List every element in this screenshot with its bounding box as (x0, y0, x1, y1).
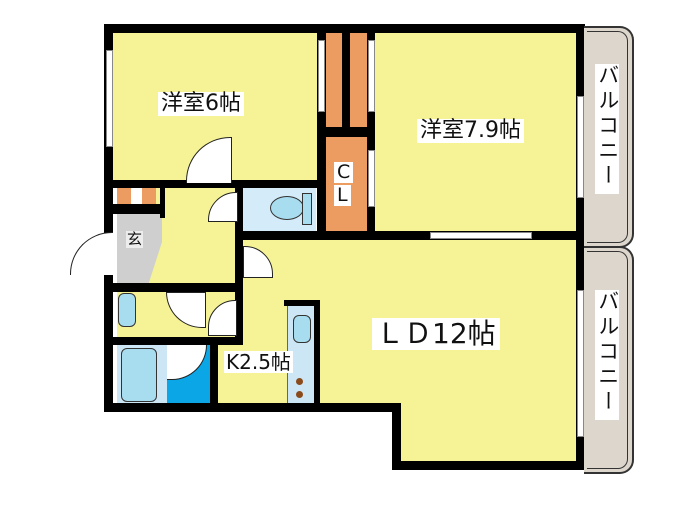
closet-left (325, 32, 343, 127)
bathtub-icon (121, 348, 157, 402)
wall (104, 24, 113, 412)
balcony-label-1: バルコニー (595, 64, 620, 194)
room-label-kitchen: K2.5帖 (224, 350, 293, 374)
wash-basin-icon (118, 293, 136, 327)
balcony-label-2: バルコニー (595, 290, 620, 420)
balcony-rail (587, 251, 628, 469)
room-label-western-6: 洋室6帖 (158, 92, 244, 116)
wall (235, 180, 243, 340)
entrance-door-icon[interactable] (70, 232, 113, 275)
entrance-label: 玄 (126, 230, 144, 248)
closet-door[interactable] (318, 40, 325, 112)
wall (104, 403, 400, 412)
kitchen-sink-icon (293, 315, 311, 343)
ld-area-lower (400, 400, 576, 462)
shoe-storage-1 (117, 188, 131, 204)
closet-label-c: C (334, 162, 354, 183)
window (577, 290, 584, 437)
stove-burner-icon (296, 391, 303, 398)
toilet-bowl-icon (270, 196, 304, 220)
closet-door[interactable] (368, 40, 375, 112)
shoe-storage-2 (142, 188, 156, 204)
wall (236, 231, 584, 240)
wall (392, 403, 401, 468)
room-label-ld: ＬＤ12帖 (372, 318, 500, 350)
window (106, 50, 113, 147)
wall (284, 300, 319, 306)
wall (104, 337, 243, 345)
wall (160, 188, 165, 218)
wall (576, 24, 585, 470)
wall (317, 127, 375, 137)
window (577, 96, 584, 198)
wall (392, 461, 584, 470)
toilet-tank-icon (302, 193, 312, 225)
wall (104, 180, 326, 188)
stove-burner-icon (296, 378, 303, 385)
room-label-western-7-9: 洋室7.9帖 (417, 119, 524, 143)
window (430, 232, 532, 239)
closet-label-l: L (334, 185, 351, 206)
wall (210, 337, 218, 407)
closet-right (350, 32, 368, 127)
wall (104, 283, 243, 292)
wall (104, 204, 164, 214)
closet-door[interactable] (368, 150, 375, 207)
balcony-rail (587, 31, 628, 243)
wall (314, 300, 320, 407)
wall (342, 24, 350, 129)
cl-closet (325, 137, 368, 232)
